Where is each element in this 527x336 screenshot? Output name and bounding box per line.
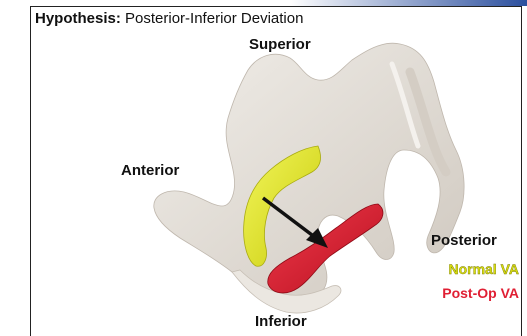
label-inferior: Inferior (255, 313, 307, 330)
label-posterior: Posterior (431, 232, 497, 249)
hypothesis-prefix: Hypothesis: (35, 10, 121, 27)
label-superior: Superior (249, 36, 311, 53)
hypothesis-heading: Hypothesis: Posterior-Inferior Deviation (35, 10, 303, 27)
legend-post-op-va: Post-Op VA (442, 285, 519, 301)
hypothesis-text: Posterior-Inferior Deviation (125, 10, 303, 27)
legend-normal-va: Normal VA (448, 261, 519, 277)
label-anterior: Anterior (121, 162, 179, 179)
